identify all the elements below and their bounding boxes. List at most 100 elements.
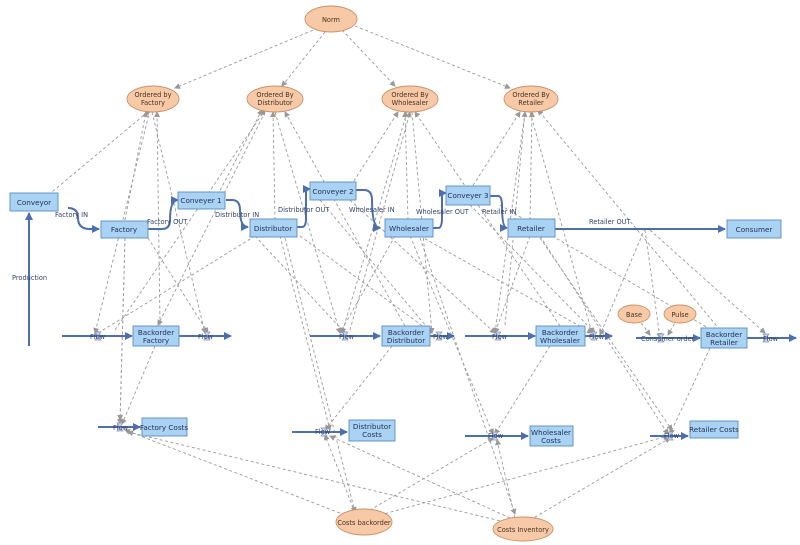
backorder-distributor-label-2: Distributor bbox=[387, 336, 425, 345]
pulse-label: Pulse bbox=[671, 311, 688, 319]
conveyor2-label: Conveyer 2 bbox=[312, 187, 353, 196]
valve-backorder-wholesaler-out[interactable] bbox=[590, 331, 598, 341]
influence-links bbox=[39, 25, 766, 523]
ordered-factory-ellipse[interactable] bbox=[126, 85, 180, 113]
stock-labels: Conveyor Factory Conveyer 1 Distributor … bbox=[17, 187, 772, 445]
backorder-factory-label-1: Backorder bbox=[138, 328, 174, 337]
valve-factory-costs[interactable] bbox=[116, 422, 124, 432]
distributor-out-label: Distributor OUT bbox=[278, 206, 330, 214]
flow-label-backorder-wholesaler-in: Flow bbox=[492, 333, 508, 341]
wholesaler-out-label: Wholesaler OUT bbox=[416, 208, 470, 216]
valve-wholesaler-costs[interactable] bbox=[491, 431, 499, 441]
retailer-stock[interactable] bbox=[507, 218, 556, 238]
backorder-factory-stock[interactable] bbox=[132, 325, 180, 347]
wholesaler-costs-label-1: Wholesaler bbox=[531, 428, 571, 437]
conveyor1-label: Conveyer 1 bbox=[180, 196, 221, 205]
flow-label-backorder-factory-out: Flow bbox=[198, 333, 214, 341]
valve-consumer-order[interactable] bbox=[657, 333, 665, 343]
costs-inventory-label: Costs Inventory bbox=[497, 526, 549, 534]
production-label: Production bbox=[12, 274, 47, 282]
factory-stock[interactable] bbox=[100, 220, 149, 239]
base-ellipse[interactable] bbox=[617, 304, 651, 324]
ordered-retailer-ellipse[interactable] bbox=[503, 85, 559, 113]
distributor-in-label: Distributor IN bbox=[215, 211, 259, 219]
retailer-costs-label: Retailer Costs bbox=[689, 425, 739, 434]
backorder-wholesaler-label-2: Wholesaler bbox=[540, 336, 580, 345]
conveyor2-stock[interactable] bbox=[309, 181, 357, 201]
consumer-label: Consumer bbox=[736, 225, 773, 234]
flow-label-backorder-wholesaler-out: Flow bbox=[589, 333, 605, 341]
conveyor1-stock[interactable] bbox=[177, 191, 226, 210]
valve-backorder-distributor-in[interactable] bbox=[341, 331, 349, 341]
ordered-factory-label-2: Factory bbox=[141, 99, 165, 107]
backorder-retailer-label-1: Backorder bbox=[706, 330, 742, 339]
flow-label-backorder-factory-in: Flow bbox=[90, 333, 106, 341]
factory-costs-stock[interactable] bbox=[141, 417, 188, 437]
factory-out-label: Factory OUT bbox=[147, 218, 188, 226]
distributor-stock[interactable] bbox=[249, 218, 298, 238]
consumer-stock[interactable] bbox=[726, 219, 782, 239]
wholesaler-in-label: Wholesaler IN bbox=[349, 206, 395, 214]
valve-backorder-retailer-out[interactable] bbox=[762, 333, 770, 343]
retailer-in-label: Retailer IN bbox=[482, 208, 516, 216]
conveyor3-label: Conveyer 3 bbox=[447, 191, 488, 200]
ordered-distributor-ellipse[interactable] bbox=[246, 85, 304, 113]
pulse-ellipse[interactable] bbox=[663, 304, 697, 324]
flow-label-distributor-costs: Flow bbox=[315, 428, 331, 436]
distributor-costs-label-1: Distributor bbox=[353, 422, 391, 431]
valve-backorder-wholesaler-in[interactable] bbox=[494, 331, 502, 341]
ordered-wholesaler-label-2: Wholesaler bbox=[392, 99, 429, 107]
backorder-wholesaler-stock[interactable] bbox=[535, 325, 586, 347]
conveyor3-stock[interactable] bbox=[445, 185, 491, 206]
distributor-costs-label-2: Costs bbox=[362, 430, 382, 439]
distributor-costs-stock[interactable] bbox=[348, 419, 396, 442]
retailer-label: Retailer bbox=[517, 224, 545, 233]
wholesaler-costs-stock[interactable] bbox=[529, 425, 574, 447]
flow-valves bbox=[94, 331, 770, 441]
flow-label-backorder-retailer-out: Flow bbox=[763, 335, 779, 343]
norm-label: Norm bbox=[322, 16, 340, 24]
flow-pipes bbox=[25, 185, 797, 440]
valve-distributor-costs[interactable] bbox=[320, 427, 328, 437]
costs-inventory-ellipse[interactable] bbox=[492, 516, 554, 542]
flow-label-factory-costs: Flow bbox=[113, 424, 129, 432]
valve-backorder-factory-out[interactable] bbox=[203, 331, 211, 341]
ordered-distributor-label-2: Distributor bbox=[257, 99, 292, 107]
stocks bbox=[9, 181, 782, 447]
flow-label-backorder-distributor-out: Flow bbox=[433, 333, 449, 341]
wholesaler-costs-label-2: Costs bbox=[541, 436, 561, 445]
base-label: Base bbox=[626, 311, 642, 319]
backorder-retailer-label-2: Retailer bbox=[710, 338, 738, 347]
conveyor-label: Conveyor bbox=[17, 198, 51, 207]
ordered-wholesaler-ellipse[interactable] bbox=[381, 85, 439, 113]
ordered-retailer-label-1: Ordered By bbox=[512, 91, 549, 99]
costs-backorder-label: Costs backorder bbox=[337, 519, 390, 527]
flow-labels: Production Factory IN Factory OUT Distri… bbox=[12, 206, 779, 440]
conveyor-stock[interactable] bbox=[9, 192, 59, 212]
distributor-label: Distributor bbox=[254, 224, 292, 233]
flow-label-retailer-costs: Flow bbox=[664, 432, 680, 440]
norm-ellipse[interactable] bbox=[304, 5, 358, 33]
valve-backorder-distributor-out[interactable] bbox=[435, 331, 443, 341]
costs-backorder-ellipse[interactable] bbox=[335, 508, 393, 536]
factory-costs-label: Factory Costs bbox=[140, 423, 189, 432]
valve-backorder-factory-in[interactable] bbox=[94, 331, 102, 341]
retailer-out-label: Retailer OUT bbox=[589, 218, 632, 226]
backorder-retailer-stock[interactable] bbox=[700, 327, 748, 349]
backorder-distributor-stock[interactable] bbox=[381, 325, 431, 347]
ordered-distributor-label-1: Ordered By bbox=[256, 91, 293, 99]
backorder-wholesaler-label-1: Backorder bbox=[542, 328, 578, 337]
retailer-costs-stock[interactable] bbox=[689, 420, 739, 439]
valve-retailer-costs[interactable] bbox=[666, 431, 674, 441]
ordered-factory-label-1: Ordered by bbox=[134, 91, 171, 99]
wholesaler-stock[interactable] bbox=[384, 218, 434, 238]
auxiliaries bbox=[126, 5, 697, 542]
ordered-retailer-label-2: Retailer bbox=[518, 99, 544, 107]
ordered-wholesaler-label-1: Ordered By bbox=[391, 91, 428, 99]
backorder-factory-label-2: Factory bbox=[143, 336, 170, 345]
consumer-order-label: Consumer order bbox=[641, 335, 695, 343]
backorder-distributor-label-1: Backorder bbox=[388, 328, 424, 337]
flow-label-wholesaler-costs: Flow bbox=[488, 432, 504, 440]
factory-label: Factory bbox=[111, 225, 138, 234]
